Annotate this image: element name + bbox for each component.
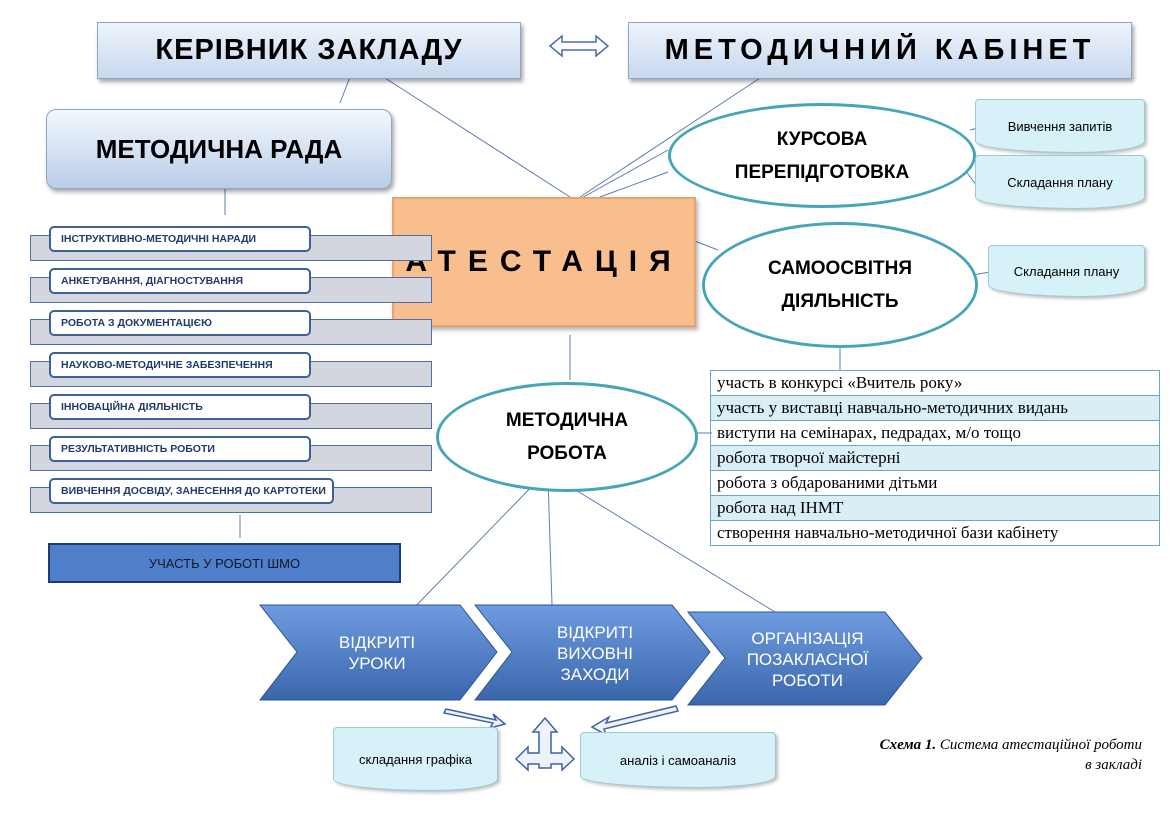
council-list-label: ІНСТРУКТИВНО-МЕТОДИЧНІ НАРАДИ	[49, 226, 311, 252]
council-list-label: АНКЕТУВАННЯ, ДІАГНОСТУВАННЯ	[49, 268, 311, 294]
table-cell: робота творчої майстерні	[710, 445, 1160, 471]
caption-text: в закладі	[1085, 757, 1142, 773]
chevron-text: ЗАХОДИ	[560, 664, 630, 684]
head-of-institution-box: КЕРІВНИК ЗАКЛАДУ	[97, 22, 521, 79]
table-cell: виступи на семінарах, педрадах, м/о тощо	[710, 420, 1160, 446]
attestation-title: АТЕСТАЦІЯ	[405, 245, 683, 278]
self-education-oval: САМООСВІТНЯ ДІЯЛЬНІСТЬ	[702, 222, 978, 348]
shmo-label: УЧАСТЬ У РОБОТІ ШМО	[148, 555, 301, 571]
table-cell: робота над ІНМТ	[710, 495, 1160, 521]
connector-line	[599, 171, 669, 198]
council-list-label: ІННОВАЦІЙНА ДІЯЛЬНІСТЬ	[49, 394, 311, 420]
arrow-icon	[442, 705, 680, 772]
caption-text: Система атестаційної роботи	[936, 737, 1142, 753]
note-schedule: складання графіка	[333, 727, 498, 791]
council-list-item: АНКЕТУВАННЯ, ДІАГНОСТУВАННЯ	[30, 268, 432, 303]
connector-line	[547, 477, 553, 606]
note-analysis: аналіз і самоаналіз	[580, 732, 776, 788]
note-text: аналіз і самоаналіз	[619, 752, 737, 768]
table-row: робота з обдарованими дітьми	[710, 470, 1160, 496]
council-list-item: ІННОВАЦІЙНА ДІЯЛЬНІСТЬ	[30, 394, 432, 429]
diagram-caption: Схема 1. Система атестаційної роботи в з…	[822, 735, 1142, 775]
note-text: Складання плану	[1007, 174, 1113, 190]
double-arrow-icon	[548, 34, 610, 58]
council-list-item: НАУКОВО-МЕТОДИЧНЕ ЗАБЕЗПЕЧЕННЯ	[30, 352, 432, 387]
methodical-council-title: МЕТОДИЧНА РАДА	[95, 133, 343, 164]
table-cell: робота з обдарованими дітьми	[710, 470, 1160, 496]
table-row: участь в конкурсі «Вчитель року»	[710, 370, 1160, 396]
chevron-shape	[258, 604, 923, 706]
council-list-item: ВИВЧЕННЯ ДОСВІДУ, ЗАНЕСЕННЯ ДО КАРТОТЕКИ	[30, 478, 432, 513]
chevron-text: ВИХОВНІ	[557, 643, 633, 663]
course-retraining-oval: КУРСОВА ПЕРЕПІДГОТОВКА	[668, 103, 976, 208]
council-list-item: ІНСТРУКТИВНО-МЕТОДИЧНІ НАРАДИ	[30, 226, 432, 261]
council-list-label: РЕЗУЛЬТАТИВНІСТЬ РОБОТИ	[49, 436, 311, 462]
oval-text: КУРСОВА	[776, 128, 868, 150]
connector-line	[555, 477, 776, 613]
note-text: Вивчення запитів	[1007, 118, 1113, 134]
caption-number: Схема 1.	[879, 737, 937, 753]
oval-text: ДІЯЛЬНІСТЬ	[781, 291, 899, 312]
council-list-label: НАУКОВО-МЕТОДИЧНЕ ЗАБЕЗПЕЧЕННЯ	[49, 352, 311, 378]
council-list-item: РЕЗУЛЬТАТИВНІСТЬ РОБОТИ	[30, 436, 432, 471]
chevron-text: ОРГАНІЗАЦІЯ	[751, 628, 864, 648]
oval-text: МЕТОДИЧНА	[505, 410, 629, 431]
connector-line	[384, 77, 571, 198]
table-row: робота над ІНМТ	[710, 495, 1160, 521]
chevron-text: РОБОТИ	[772, 670, 843, 690]
note-text: Складання плану	[1013, 263, 1120, 279]
attestation-box: АТЕСТАЦІЯ	[392, 197, 696, 327]
chevron-text: ВІДКРИТІ	[556, 622, 634, 642]
table-cell: участь в конкурсі «Вчитель року»	[710, 370, 1160, 396]
table-row: робота творчої майстерні	[710, 445, 1160, 471]
note-self-education-plan: Складання плану	[988, 245, 1145, 297]
note-study-requests: Вивчення запитів	[975, 99, 1145, 153]
connector-line	[579, 77, 761, 198]
methodical-council-box: МЕТОДИЧНА РАДА	[46, 109, 392, 189]
connector-line	[409, 477, 541, 613]
table-cell: створення навчально-методичної бази кабі…	[710, 520, 1160, 546]
connector-line	[691, 239, 719, 251]
activities-table: участь в конкурсі «Вчитель року» участь …	[710, 370, 1160, 546]
note-text: складання графіка	[359, 751, 472, 767]
oval-text: САМООСВІТНЯ	[767, 258, 913, 279]
table-cell: участь у виставці навчально-методичних в…	[710, 395, 1160, 421]
note-course-plan: Складання плану	[975, 155, 1145, 209]
chevron-text: ПОЗАКЛАСНОЇ	[746, 649, 869, 669]
council-list-label: ВИВЧЕННЯ ДОСВІДУ, ЗАНЕСЕННЯ ДО КАРТОТЕКИ	[49, 478, 334, 504]
oval-text: ПЕРЕПІДГОТОВКА	[734, 161, 910, 183]
chevron-text: УРОКИ	[348, 654, 406, 673]
council-list-label: РОБОТА З ДОКУМЕНТАЦІЄЮ	[49, 310, 311, 336]
head-of-institution-title: КЕРІВНИК ЗАКЛАДУ	[155, 34, 463, 66]
council-list-item: РОБОТА З ДОКУМЕНТАЦІЄЮ	[30, 310, 432, 345]
methodical-work-oval: МЕТОДИЧНА РОБОТА	[436, 382, 698, 492]
chevron-open-lessons: ВІДКРИТІ УРОКИ	[312, 612, 442, 694]
shmo-box: УЧАСТЬ У РОБОТІ ШМО	[48, 543, 401, 583]
methodical-cabinet-title: МЕТОДИЧНИЙ КАБІНЕТ	[664, 34, 1096, 66]
table-row: участь у виставці навчально-методичних в…	[710, 395, 1160, 421]
table-row: створення навчально-методичної бази кабі…	[710, 520, 1160, 546]
connector-line	[339, 76, 351, 104]
table-row: виступи на семінарах, педрадах, м/о тощо	[710, 420, 1160, 446]
chevron-text: ВІДКРИТІ	[338, 633, 416, 652]
oval-text: РОБОТА	[527, 443, 607, 464]
methodical-cabinet-box: МЕТОДИЧНИЙ КАБІНЕТ	[628, 22, 1132, 79]
